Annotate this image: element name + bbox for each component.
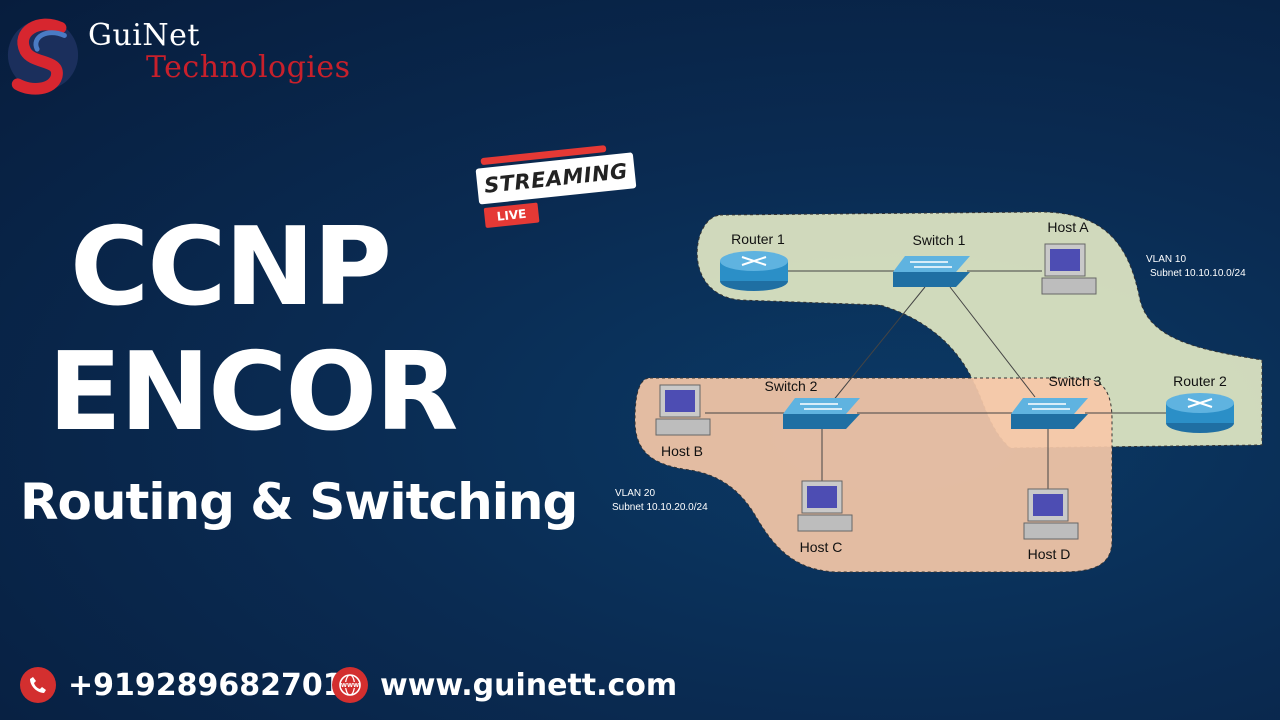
switch-1-label: Switch 1 bbox=[913, 232, 966, 248]
headline-encor: ENCOR bbox=[48, 330, 458, 455]
switch-1-icon bbox=[893, 256, 970, 287]
vlan20-subnet: Subnet 10.10.20.0/24 bbox=[612, 502, 708, 513]
network-diagram: Router 1 Switch 1 Host A VLAN 10 Subnet … bbox=[612, 211, 1263, 573]
brand-logo: GuiNet Technologies bbox=[0, 8, 360, 98]
host-b-icon bbox=[655, 384, 711, 436]
switch-2-icon bbox=[783, 398, 860, 429]
host-c-label: Host C bbox=[800, 539, 843, 555]
host-a-icon bbox=[1041, 243, 1097, 295]
svg-text:WWW: WWW bbox=[341, 683, 359, 689]
globe-www-icon: WWW bbox=[332, 667, 368, 703]
switch-3-icon bbox=[1011, 398, 1088, 429]
vlan20-region bbox=[634, 377, 1113, 573]
headline-subtitle: Routing & Switching bbox=[20, 473, 578, 531]
brand-name-line1: GuiNet bbox=[88, 18, 200, 53]
router-2-label: Router 2 bbox=[1173, 373, 1227, 389]
headline-ccnp: CCNP bbox=[70, 205, 392, 330]
router-1-label: Router 1 bbox=[731, 231, 785, 247]
vlan20-name: VLAN 20 bbox=[615, 488, 655, 499]
network-links bbox=[705, 270, 1168, 490]
switch-2-label: Switch 2 bbox=[765, 378, 818, 394]
host-a-label: Host A bbox=[1047, 219, 1089, 235]
host-d-label: Host D bbox=[1028, 546, 1071, 562]
brand-name-line2: Technologies bbox=[146, 50, 351, 85]
live-label: LIVE bbox=[483, 202, 540, 229]
host-b-label: Host B bbox=[661, 443, 703, 459]
phone-icon bbox=[20, 667, 56, 703]
website-contact[interactable]: WWW www.guinett.com bbox=[332, 662, 677, 708]
vlan10-name: VLAN 10 bbox=[1146, 254, 1186, 265]
phone-number: +919289682701 bbox=[68, 667, 344, 703]
router-1-icon bbox=[720, 251, 788, 291]
vlan10-subnet: Subnet 10.10.10.0/24 bbox=[1150, 268, 1246, 279]
guinet-logo-icon bbox=[7, 18, 79, 95]
switch-3-label: Switch 3 bbox=[1049, 373, 1102, 389]
host-d-icon bbox=[1023, 488, 1079, 540]
router-2-icon bbox=[1166, 393, 1234, 433]
host-c-icon bbox=[797, 480, 853, 532]
website-url: www.guinett.com bbox=[380, 667, 678, 703]
phone-contact[interactable]: +919289682701 bbox=[20, 662, 344, 708]
